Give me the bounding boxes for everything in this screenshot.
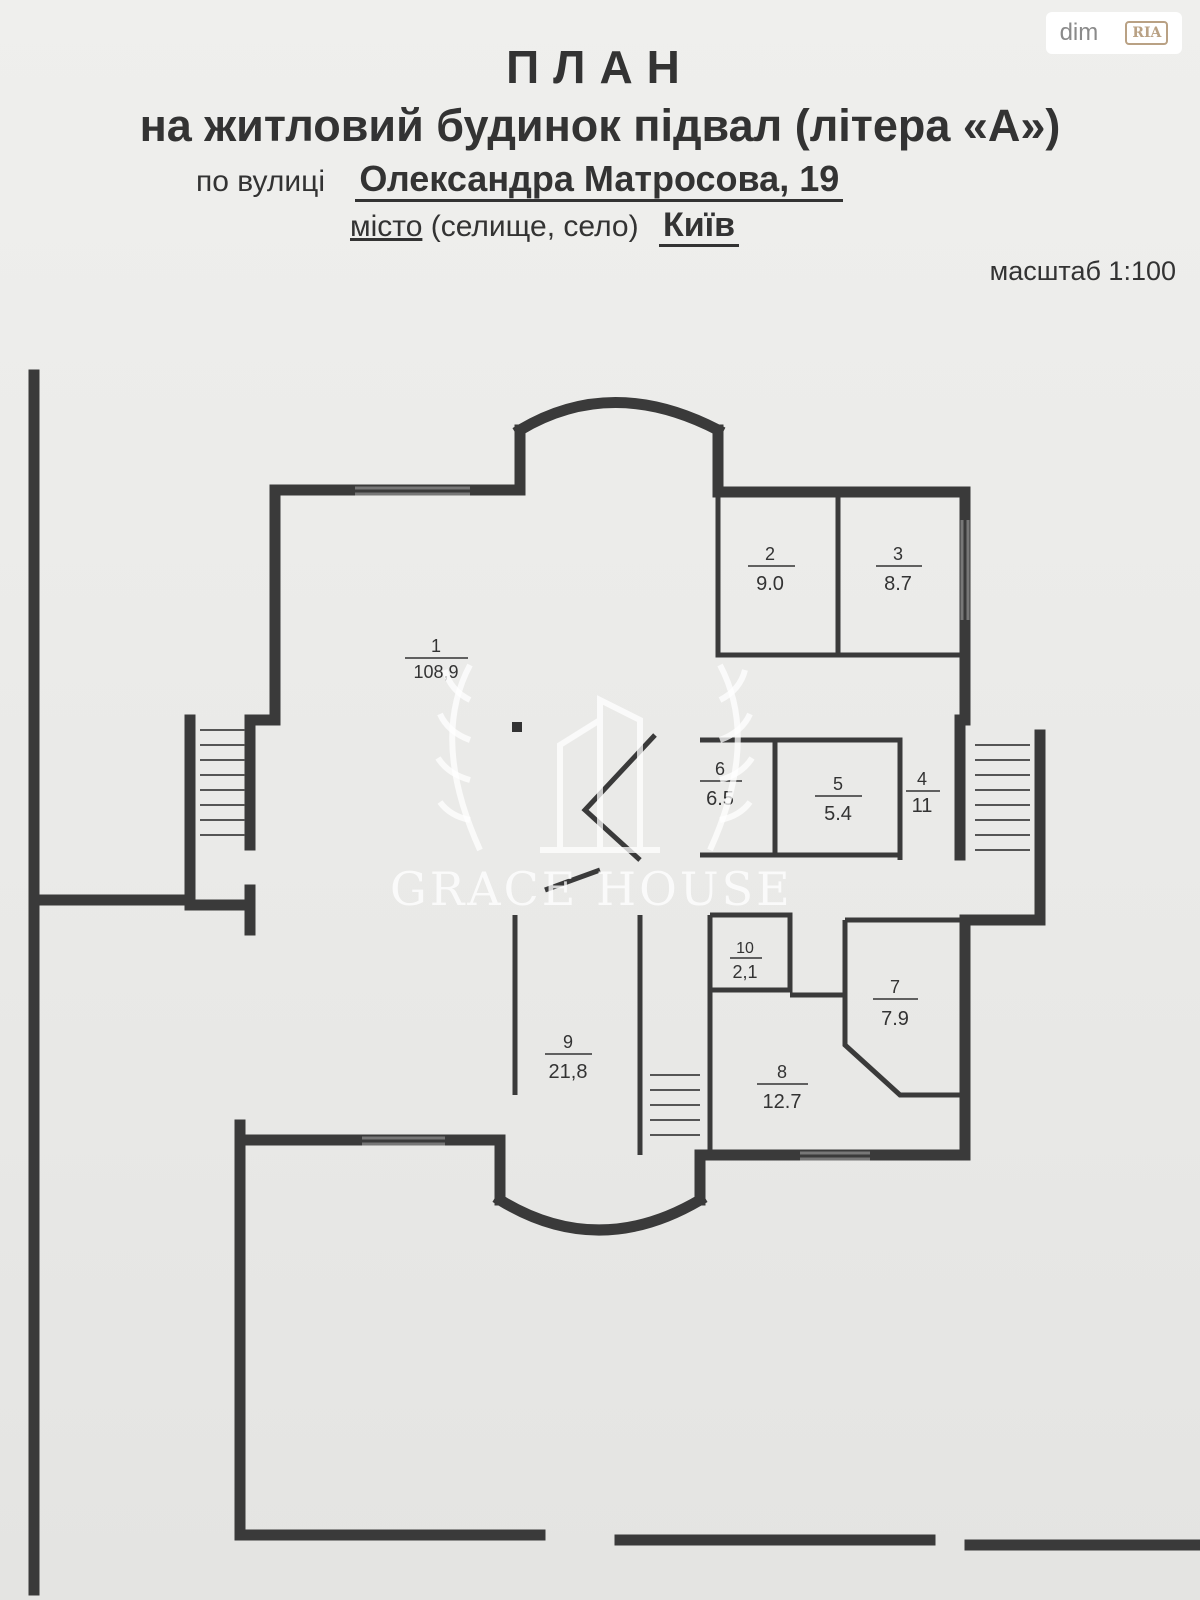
- room-6-number: 6: [715, 759, 725, 779]
- room-5-6-divider: [772, 740, 900, 858]
- room-9-number: 9: [563, 1032, 573, 1052]
- room-10-walls: [710, 912, 793, 993]
- street-value: Олександра Матросова, 19: [355, 158, 844, 202]
- room-2-number: 2: [765, 544, 775, 564]
- room-3-window: [960, 520, 970, 620]
- room-3-number: 3: [893, 544, 903, 564]
- watermark-ria-badge: RIA: [1125, 21, 1169, 45]
- west-stair-treads: [200, 729, 245, 836]
- room-3-area: 8.7: [884, 573, 912, 595]
- south-bay-arc: [492, 1192, 708, 1236]
- room-8-number: 8: [777, 1062, 787, 1082]
- emblem-left-leaves: [435, 669, 472, 823]
- north-bay-arc: [512, 397, 726, 438]
- city-label-rest: (селище, село): [430, 210, 639, 243]
- room-7-number: 7: [890, 977, 900, 997]
- emblem-right-leaves: [718, 669, 755, 823]
- plan-title: ПЛАН: [506, 41, 694, 93]
- hall-north-window: [355, 486, 470, 496]
- site-boundary-bottom-dashed: [614, 1534, 1200, 1551]
- scale-label: масштаб 1:100: [989, 256, 1176, 286]
- room-9-area: 21,8: [549, 1061, 588, 1083]
- room-10-number: 10: [736, 940, 754, 957]
- room-5-number: 5: [833, 774, 843, 794]
- room-8-window: [800, 1151, 870, 1161]
- room-7-angled-wall: [842, 920, 965, 1098]
- grace-house-emblem: [435, 663, 755, 853]
- west-stair-wall: [184, 714, 256, 911]
- city-value: Київ: [658, 206, 740, 247]
- room-1-number: 1: [431, 636, 441, 656]
- hall-door-swing: [544, 867, 601, 893]
- hall-south-window: [362, 1136, 445, 1146]
- emblem-right-branch: [707, 663, 741, 852]
- room-10-area: 2,1: [732, 962, 757, 982]
- room-7-area: 7.9: [881, 1008, 909, 1030]
- grace-house-watermark: GRACE HOUSE: [390, 862, 793, 916]
- room-4-number: 4: [917, 769, 927, 789]
- street-label: по вулиці: [196, 165, 325, 198]
- city-label-underlined: місто: [350, 210, 423, 243]
- room-2-area: 9.0: [756, 573, 784, 595]
- inner-stair-treads: [650, 1074, 700, 1136]
- street-row: по вулиці Олександра Матросова, 19: [196, 158, 844, 202]
- city-row: місто (селище, село) Київ: [350, 206, 740, 247]
- watermark-dim-text: dim: [1059, 19, 1099, 46]
- room-1-area: 108,9: [413, 662, 458, 682]
- room-5-area: 5.4: [824, 803, 852, 825]
- emblem-building: [540, 695, 660, 853]
- plan-subtitle: на житловий будинок підвал (літера «А»): [139, 100, 1061, 151]
- hall-diagonal-partition: [581, 733, 657, 862]
- rooms-5-6-north-partition: [700, 737, 903, 860]
- hall-north-wall: [269, 424, 526, 496]
- column-marker: [512, 722, 522, 732]
- south-east-wall: [694, 914, 971, 1206]
- room-4-area: 11: [912, 795, 933, 817]
- hall-west-wall: [244, 484, 281, 851]
- dimria-watermark: dim RIA: [1046, 12, 1182, 54]
- east-stair-treads: [975, 744, 1030, 851]
- emblem-left-branch: [449, 663, 483, 852]
- east-block-north-wall: [712, 424, 971, 726]
- rooms-2-3-south-partition: [715, 492, 960, 658]
- room-8-area: 12.7: [763, 1091, 802, 1113]
- south-west-wall: [234, 1119, 506, 1206]
- east-stair-outer-wall: [959, 729, 1046, 926]
